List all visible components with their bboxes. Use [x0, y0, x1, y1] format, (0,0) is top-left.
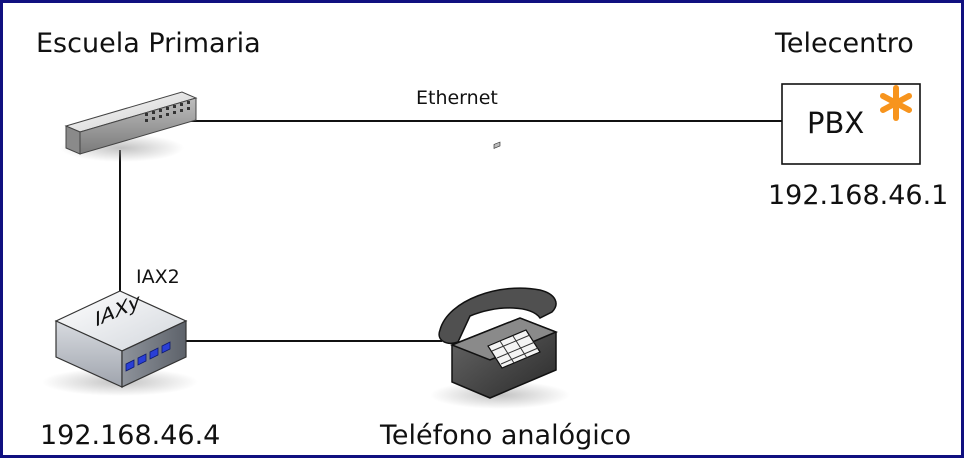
pbx-label: PBX: [807, 106, 865, 140]
ethernet-label: Ethernet: [416, 87, 498, 109]
iax2-label: IAX2: [136, 266, 180, 288]
pbx-ip: 192.168.46.1: [768, 180, 949, 211]
phone-label: Teléfono analógico: [380, 420, 632, 451]
left-group-title: Escuela Primaria: [36, 28, 261, 59]
switch-icon: [60, 91, 198, 162]
asterisk-icon: [880, 85, 912, 121]
right-group-title: Telecentro: [775, 28, 914, 59]
iaxy-ip: 192.168.46.4: [40, 420, 221, 451]
telephone-icon: [430, 141, 570, 409]
iaxy-device-icon: [42, 290, 198, 396]
